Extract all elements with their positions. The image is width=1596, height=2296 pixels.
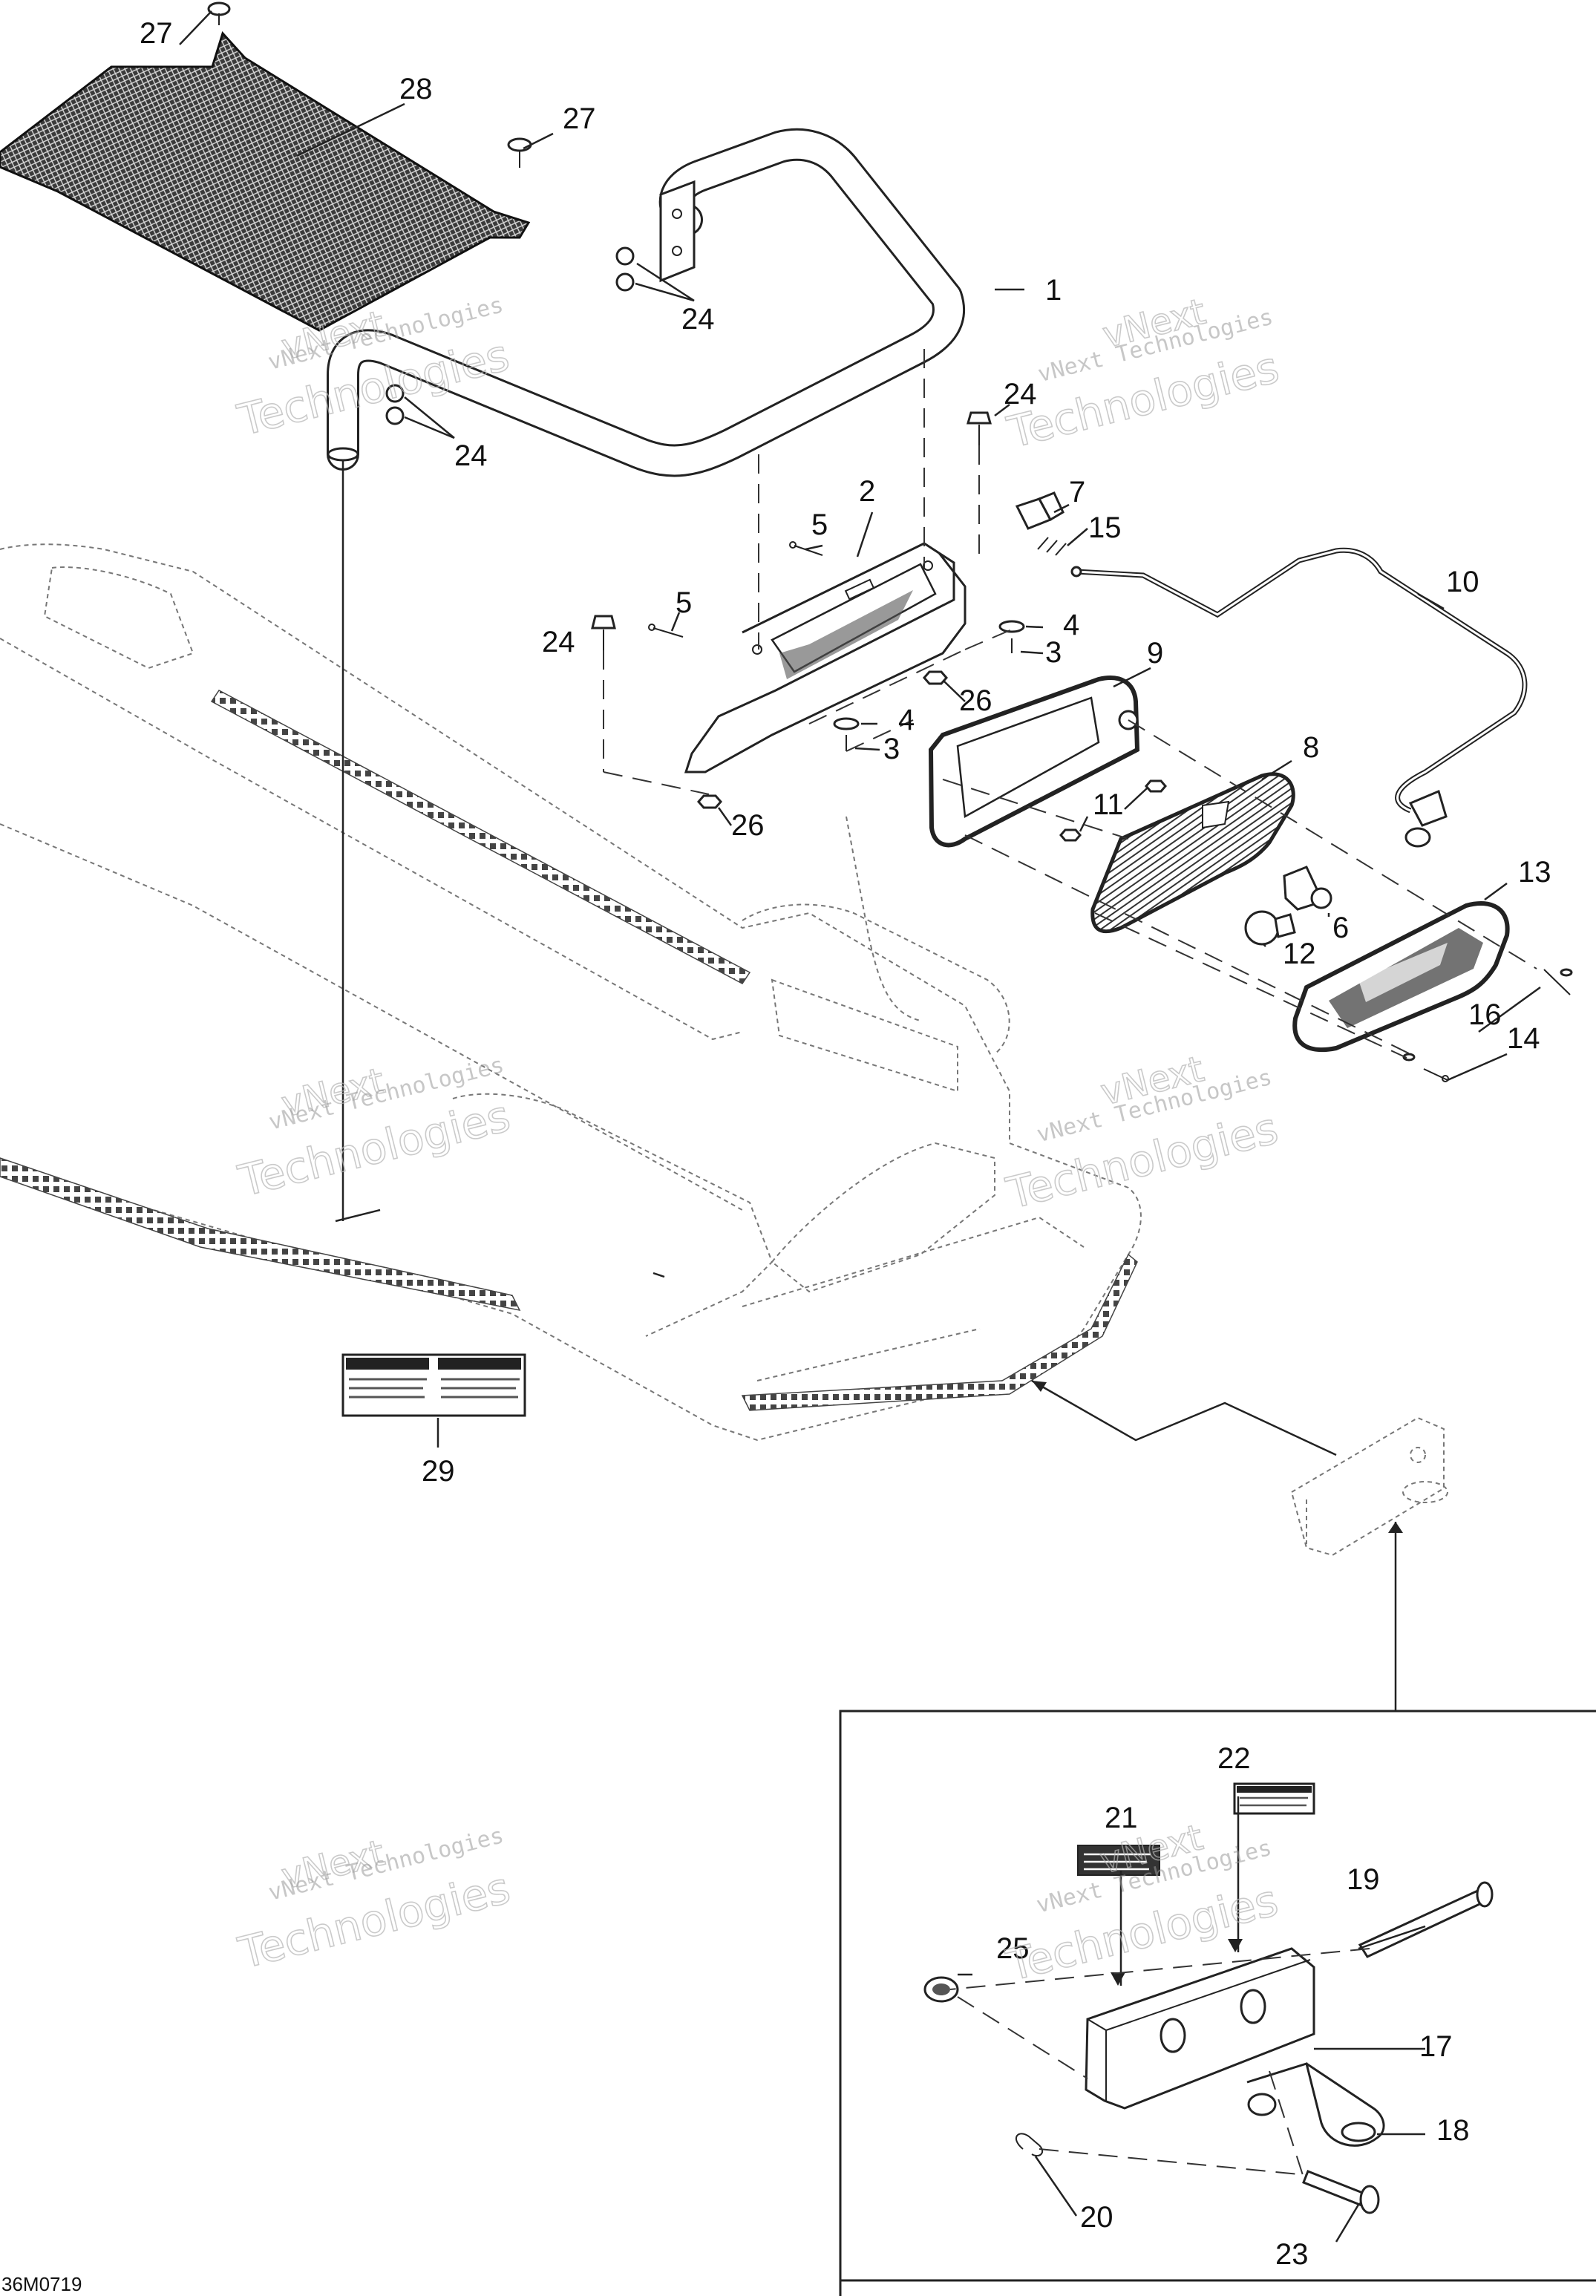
- rivet-part-27-top: [207, 1, 231, 25]
- callout-24-bracket: 24: [542, 626, 575, 658]
- callout-6: 6: [1332, 912, 1349, 944]
- callout-21: 21: [1105, 1802, 1138, 1834]
- callout-15: 15: [1088, 511, 1122, 544]
- callout-labels: 27 28 27 24 1 24 24 2 7 15 5 5 24 10 4 3…: [140, 17, 1551, 2271]
- callout-27-right: 27: [563, 102, 596, 135]
- callout-4-upper: 4: [1063, 609, 1079, 641]
- callout-16: 16: [1468, 998, 1502, 1031]
- connector-part-7: [1015, 491, 1064, 530]
- grommet-part-near-harness: [1404, 827, 1431, 848]
- callout-13: 13: [1518, 856, 1551, 889]
- callout-19: 19: [1347, 1863, 1380, 1896]
- callout-25: 25: [996, 1932, 1030, 1965]
- hitch-detail-inset: [839, 1555, 1596, 2296]
- bolt-part-24-d: [591, 615, 616, 650]
- callout-3-lower: 3: [883, 733, 900, 765]
- dashed-guide-lines: [603, 349, 1537, 2176]
- taillight-lens-part-13: [1292, 900, 1510, 1053]
- hitch-plate-part-17: [1085, 1947, 1315, 2110]
- rivet-part-27-right: [507, 137, 532, 168]
- watermark-5: vNext vNext Technologies Technologies: [233, 1822, 516, 1979]
- callout-5-upper: 5: [811, 508, 828, 541]
- hitch-pin-part-23: [1302, 2170, 1380, 2214]
- taillight-housing-part-9: [928, 676, 1140, 848]
- drawing-code: 36M0719: [1, 2273, 82, 2295]
- chassis-ghost-outline: [0, 543, 1142, 1442]
- callout-23: 23: [1275, 2238, 1309, 2271]
- leader-lines: [179, 10, 1541, 2243]
- grab-handle-part-1: [327, 128, 965, 477]
- screw-part-14: [1423, 969, 1571, 1082]
- callout-14: 14: [1507, 1022, 1540, 1055]
- callout-17: 17: [1419, 2030, 1453, 2063]
- callout-27-top: 27: [140, 17, 173, 50]
- callout-7: 7: [1069, 476, 1085, 508]
- callout-9: 9: [1147, 637, 1163, 670]
- callout-24-right: 24: [1004, 378, 1037, 411]
- callout-10: 10: [1446, 566, 1479, 598]
- hitch-part-18: [1246, 2062, 1385, 2147]
- nut-part-11: [1059, 779, 1167, 842]
- label-part-22: [1233, 1782, 1315, 1815]
- callout-24-top: 24: [681, 303, 715, 336]
- watermark-3: vNext vNext Technologies Technologies: [233, 1052, 516, 1207]
- terminals-part-15: [1037, 537, 1067, 556]
- callout-20: 20: [1080, 2201, 1113, 2234]
- callout-24-left: 24: [454, 439, 488, 472]
- callout-29: 29: [422, 1455, 455, 1488]
- callout-26-lower: 26: [731, 809, 765, 842]
- pin-part-5-a: [789, 541, 823, 556]
- drive-track-upper: [210, 690, 751, 984]
- callout-8: 8: [1303, 731, 1319, 764]
- drive-track-lower: [0, 1157, 521, 1312]
- label-part-21: [1077, 1845, 1160, 1876]
- warning-label-part-29: [341, 1353, 526, 1417]
- bolt-part-24-b: [385, 384, 405, 425]
- pin-part-5-b: [648, 624, 684, 638]
- callout-2: 2: [859, 475, 875, 508]
- washer-part-4-a: [998, 620, 1025, 653]
- callout-22: 22: [1217, 1742, 1251, 1775]
- washer-part-4-b: [833, 717, 860, 751]
- nut-part-26-a: [923, 670, 948, 685]
- callout-4-lower: 4: [898, 704, 915, 736]
- socket-part-6: [1283, 866, 1332, 911]
- bolt-part-24-a: [615, 246, 635, 292]
- callout-11: 11: [1093, 788, 1124, 821]
- bolt-part-24-c: [967, 411, 992, 445]
- bumper-track-rear: [741, 1253, 1138, 1411]
- callout-5-lower: 5: [676, 586, 692, 619]
- grommet-part-25: [923, 1976, 959, 2003]
- wiring-harness-part-10: [1070, 547, 1528, 827]
- reflector-part-8: [1090, 772, 1295, 934]
- hitch-assembly-small: [1290, 1416, 1448, 1557]
- callout-3-upper: 3: [1045, 636, 1062, 669]
- watermark-4: vNext vNext Technologies Technologies: [1001, 1047, 1283, 1219]
- callout-1: 1: [1045, 274, 1062, 307]
- nut-part-26-b: [697, 794, 722, 809]
- callout-28: 28: [399, 73, 433, 105]
- bulb-part-12: [1244, 910, 1296, 946]
- light-bracket-part-2: [684, 542, 967, 773]
- callout-12: 12: [1283, 938, 1316, 970]
- callout-26-upper: 26: [959, 684, 992, 717]
- watermark-2: vNext vNext Technologies Technologies: [1002, 290, 1285, 459]
- callout-18: 18: [1436, 2114, 1470, 2147]
- hitch-pin-part-19: [1358, 1881, 1494, 1958]
- rack-mat-part-28: [0, 31, 531, 332]
- hair-clip-part-20: [1015, 2133, 1044, 2157]
